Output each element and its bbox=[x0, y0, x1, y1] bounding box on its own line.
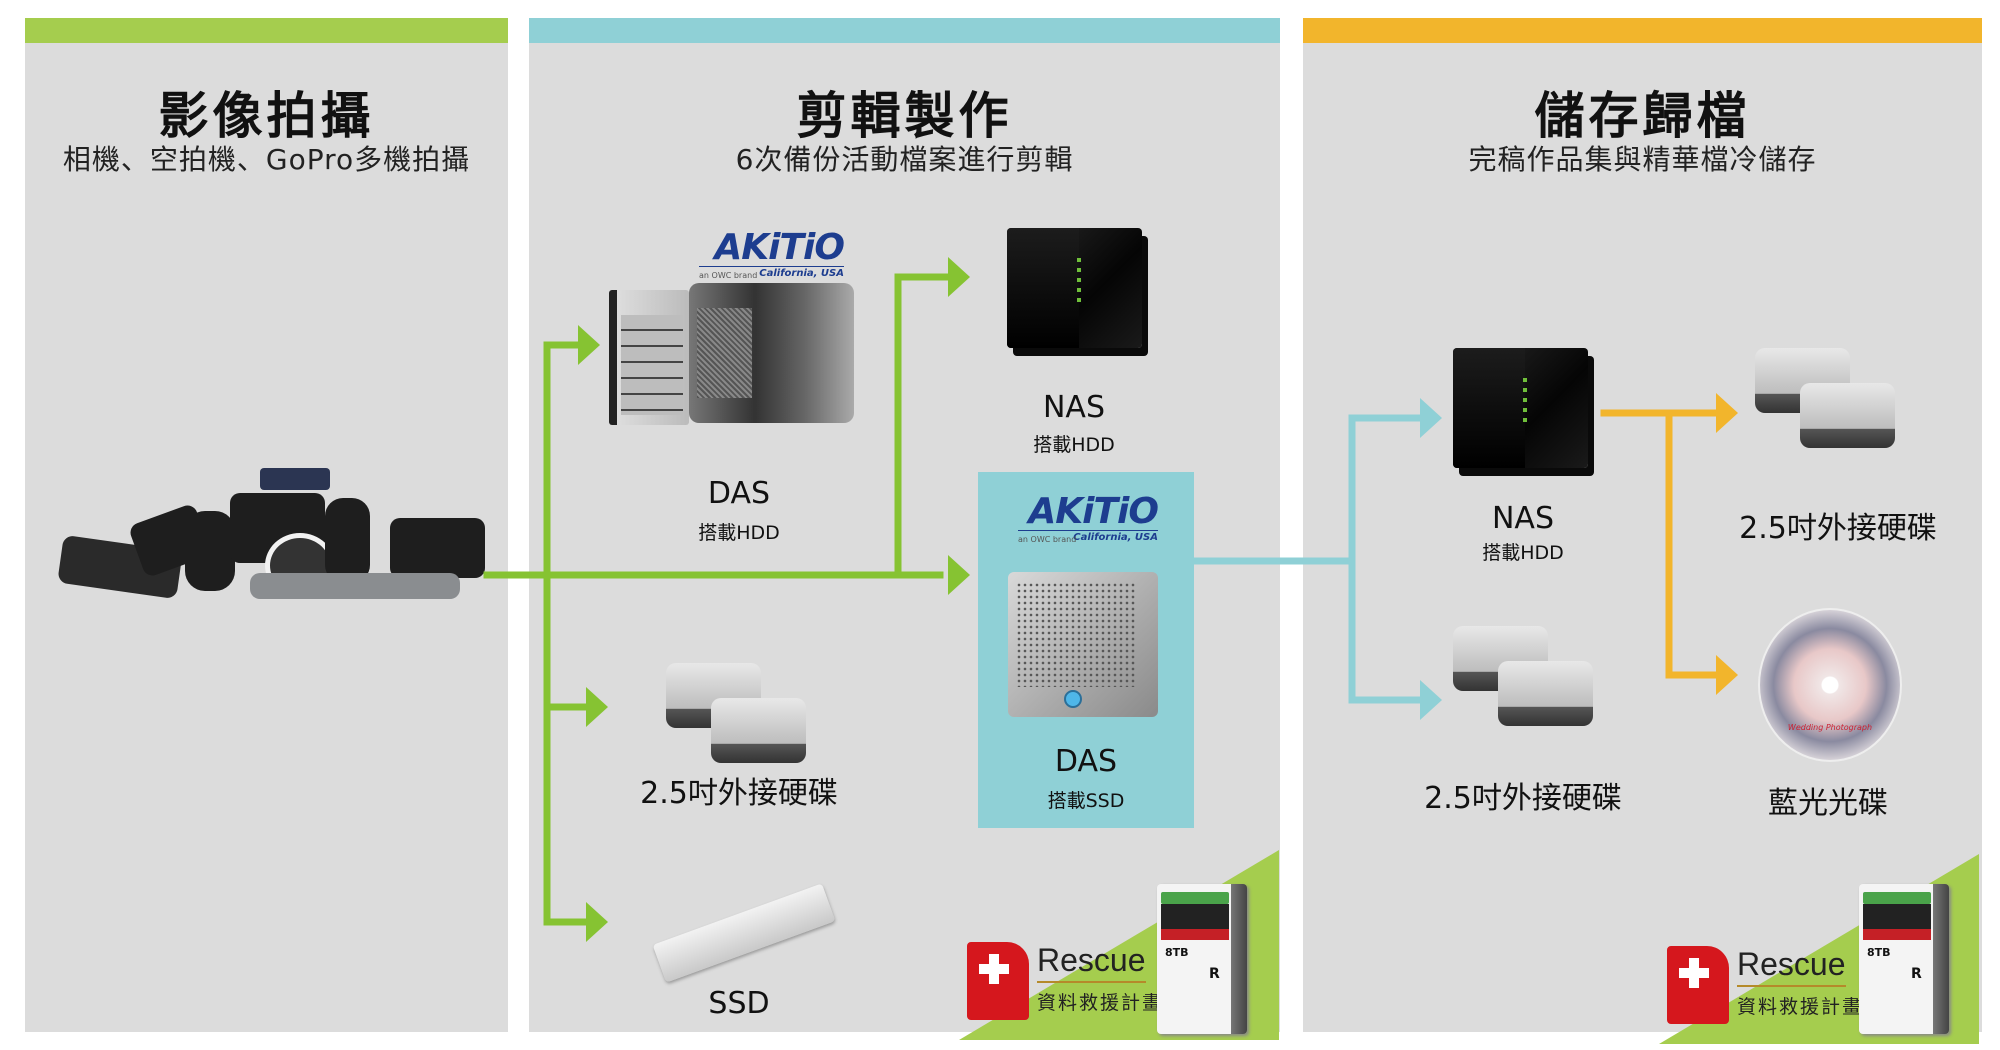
ssd-label: SSD bbox=[708, 986, 770, 1021]
das-hdd-tower-icon bbox=[689, 283, 854, 423]
ironwolf-hdd-icon: 8TB R bbox=[1157, 884, 1247, 1034]
external-hdd-icon bbox=[1453, 626, 1603, 736]
das-hdd-sublabel: 搭載HDD bbox=[698, 522, 780, 544]
external-hdd-icon bbox=[1755, 348, 1905, 458]
capture-title: 影像拍攝 bbox=[158, 87, 375, 145]
rescue-logo-icon bbox=[967, 942, 1029, 1020]
akitio-logo: AKiTiO California, USA an OWC brand bbox=[699, 227, 845, 280]
rescue-logo-icon bbox=[1667, 946, 1729, 1024]
das-hdd-enclosure-icon bbox=[609, 290, 689, 425]
rescue-subtitle: 資料救援計畫 bbox=[1737, 996, 1864, 1018]
external-hdd-icon bbox=[666, 663, 816, 773]
ironwolf-hdd-icon: 8TB R bbox=[1859, 884, 1949, 1034]
nas-sublabel: 搭載HDD bbox=[1033, 434, 1115, 456]
edit-title: 剪輯製作 bbox=[796, 87, 1013, 145]
archive-accent-bar bbox=[1303, 18, 1982, 43]
bluray-disc-icon: Wedding Photograph bbox=[1758, 608, 1902, 762]
panel-capture: 影像拍攝 相機、空拍機、GoPro多機拍攝 bbox=[25, 18, 508, 1032]
archive-nas-label: NAS bbox=[1491, 501, 1554, 536]
das-ssd-sublabel: 搭載SSD bbox=[1047, 790, 1125, 812]
capture-accent-bar bbox=[25, 18, 508, 43]
archive-subtitle: 完稿作品集與精華檔冷儲存 bbox=[1468, 143, 1817, 176]
ssd-icon bbox=[652, 883, 836, 983]
akitio-logo: AKiTiO California, USA an OWC brand bbox=[1018, 491, 1159, 544]
nas-icon bbox=[1453, 348, 1588, 468]
panel-archive: 儲存歸檔 完稿作品集與精華檔冷儲存 NAS 搭載HDD 2.5吋外接硬碟 2.5… bbox=[1303, 18, 1982, 1044]
capture-subtitle: 相機、空拍機、GoPro多機拍攝 bbox=[62, 143, 471, 176]
camera-equipment-image bbox=[57, 468, 485, 603]
data-rescue-banner: Rescue 資料救援計畫 8TB R bbox=[1659, 854, 1979, 1044]
das-hdd-label: DAS bbox=[707, 476, 771, 511]
cross-icon bbox=[979, 954, 1009, 984]
edit-accent-bar bbox=[529, 18, 1280, 43]
archive-title: 儲存歸檔 bbox=[1534, 87, 1751, 145]
archive-external-hdd-left-label: 2.5吋外接硬碟 bbox=[1424, 781, 1622, 816]
das-ssd-highlight-box: AKiTiO California, USA an OWC brand DAS … bbox=[978, 472, 1194, 828]
edit-subtitle: 6次備份活動檔案進行剪輯 bbox=[735, 143, 1074, 176]
data-rescue-banner: Rescue 資料救援計畫 8TB R bbox=[959, 850, 1279, 1040]
rescue-word: Rescue bbox=[1037, 942, 1146, 983]
nas-icon bbox=[1007, 228, 1142, 348]
external-hdd-label: 2.5吋外接硬碟 bbox=[640, 776, 838, 811]
das-ssd-enclosure-icon bbox=[1008, 572, 1158, 717]
nas-label: NAS bbox=[1042, 390, 1105, 425]
archive-external-hdd-right-label: 2.5吋外接硬碟 bbox=[1739, 511, 1937, 546]
cross-icon bbox=[1679, 958, 1709, 988]
drone-body bbox=[250, 573, 460, 599]
bluray-label: 藍光光碟 bbox=[1768, 786, 1888, 821]
das-ssd-label: DAS bbox=[1054, 744, 1118, 779]
panel-edit: 剪輯製作 6次備份活動檔案進行剪輯 AKiTiO California, USA… bbox=[529, 18, 1280, 1040]
rescue-subtitle: 資料救援計畫 bbox=[1037, 992, 1164, 1014]
rescue-word: Rescue bbox=[1737, 946, 1846, 987]
archive-nas-sublabel: 搭載HDD bbox=[1482, 542, 1564, 564]
